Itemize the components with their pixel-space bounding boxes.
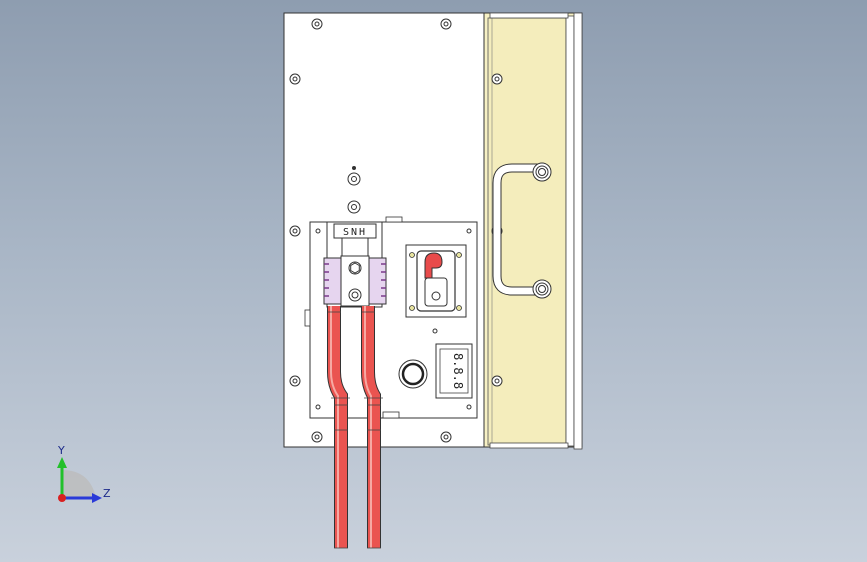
carrying-handle	[492, 162, 552, 299]
mounting-holes	[289, 18, 452, 443]
z-axis-arrow	[92, 493, 102, 503]
digital-display: 8.8.8	[435, 343, 473, 399]
mounting-hole	[440, 431, 452, 443]
mounting-hole	[347, 200, 361, 214]
rotary-knob	[398, 359, 428, 389]
small-hole	[352, 166, 356, 170]
y-axis-arrow	[57, 457, 67, 468]
coordinate-triad: Y Z	[57, 444, 111, 503]
mounting-hole	[289, 375, 301, 387]
y-axis-label: Y	[57, 444, 65, 457]
mounting-hole	[289, 225, 301, 237]
mounting-hole	[347, 172, 361, 186]
mounting-hole	[311, 431, 323, 443]
display-readout: 8.8.8	[451, 353, 465, 389]
z-axis-label: Z	[103, 487, 111, 500]
breaker-switch	[405, 244, 467, 334]
power-connector: SNH	[323, 221, 387, 308]
switch-lever	[424, 252, 443, 279]
connector-brand-label: SNH	[343, 227, 367, 238]
mounting-hole	[311, 18, 323, 30]
cable-left	[327, 306, 350, 549]
triad-plane	[62, 470, 96, 498]
cable-right	[361, 306, 383, 549]
power-cables	[327, 306, 383, 549]
triad-origin	[58, 494, 66, 502]
mounting-hole	[289, 73, 301, 85]
mounting-hole	[440, 18, 452, 30]
